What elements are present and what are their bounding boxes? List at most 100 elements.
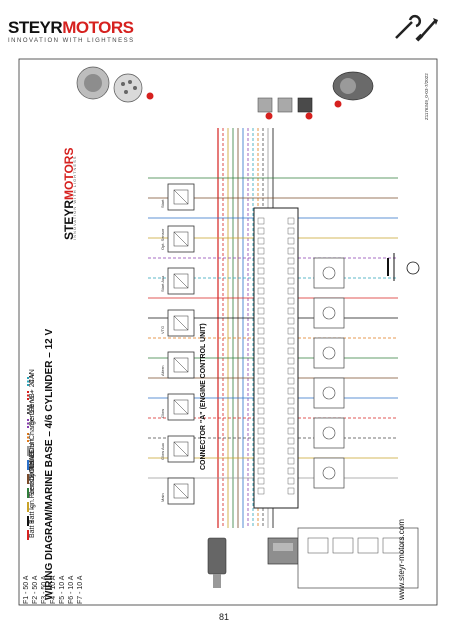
tools-icon <box>395 14 438 42</box>
legend-wire-label: Control ECU <box>29 443 36 482</box>
brand-name-part2: MOTORS <box>62 18 134 37</box>
connector-pin <box>257 237 265 245</box>
relay-group: Main Glow Aux Glow Altern VTG Start Aux Opt. S… <box>160 183 195 505</box>
connector-pin <box>287 317 295 325</box>
legend-wire-item: Sens 5 V <box>27 397 36 428</box>
legend-wire-label: Batt + <box>29 520 36 538</box>
ecu-connector-a <box>253 207 299 509</box>
connector-pin <box>287 347 295 355</box>
connector-pin <box>287 267 295 275</box>
connector-pin <box>257 267 265 275</box>
connector-pin <box>257 327 265 335</box>
connector-pin <box>287 487 295 495</box>
legend-wire-label: Sens 5 V <box>29 397 36 426</box>
connector-pin <box>257 397 265 405</box>
connector-pin <box>287 357 295 365</box>
legend-fuse-label: F4 - 10 A <box>50 575 57 604</box>
legend-wire-label: Sens ECU <box>29 463 36 496</box>
connector-pin <box>257 387 265 395</box>
relay: Start Aux <box>160 267 195 295</box>
connector-pin <box>287 377 295 385</box>
connector-pin <box>287 237 295 245</box>
connector-pin <box>287 387 295 395</box>
starter-photo <box>332 71 374 108</box>
page-number: 81 <box>219 612 230 622</box>
brand-name: STEYRMOTORS <box>8 18 134 38</box>
legend-wire-item: Batt + <box>27 520 36 540</box>
legend-fuse-label: F7 - 10 A <box>77 575 84 604</box>
module-photo <box>267 537 299 565</box>
connector-pin <box>287 257 295 265</box>
legend-wire-item: Batt – <box>27 506 36 526</box>
component-photos <box>76 66 374 120</box>
glow-plug-photo <box>207 537 227 588</box>
relay-photos <box>257 97 313 120</box>
relay-label: Altern <box>160 366 165 376</box>
connector-pin <box>257 347 265 355</box>
relay: Glow Aux <box>160 435 195 463</box>
relay: Start <box>160 183 195 211</box>
legend-wire-label: Charge D+ <box>29 406 36 440</box>
brand-name-part1: STEYR <box>8 18 63 37</box>
connector-pin <box>287 327 295 335</box>
connector-pin <box>257 277 265 285</box>
connector-pin <box>257 217 265 225</box>
connector-pin <box>257 457 265 465</box>
side-logo-strip <box>54 64 74 364</box>
plug-photo <box>76 66 110 100</box>
legend-wire-label: CAN <box>29 369 36 384</box>
relay: Altern <box>160 351 195 379</box>
connector-pin <box>257 427 265 435</box>
legend-wire-item: Control ECU <box>27 443 36 484</box>
relay-label: VTG <box>160 326 165 334</box>
legend-fuse-label: F1 - 50 A <box>23 575 30 604</box>
relay-label: Start <box>160 199 165 208</box>
connector-pin <box>257 467 265 475</box>
legend-wire-item: CAN <box>27 369 36 386</box>
relay-label: Main <box>160 493 165 502</box>
relay-label: Glow <box>160 409 165 418</box>
connector-pin <box>257 377 265 385</box>
legend-wire-item: Sens – <box>27 390 36 414</box>
connector-pin <box>287 407 295 415</box>
legend-wire-label: DIAG <box>29 451 36 468</box>
connector-pin <box>257 227 265 235</box>
connector-pin <box>257 257 265 265</box>
connector-a-label: CONNECTOR "A" (ENGINE CONTROL UNIT) <box>200 323 207 470</box>
connector-pin <box>287 417 295 425</box>
sensor-group <box>313 257 345 489</box>
legend-wire-item: Charge D+ <box>27 406 36 442</box>
connector-pin <box>287 447 295 455</box>
connector-pin <box>287 427 295 435</box>
connector-photo <box>113 73 143 103</box>
document-code: Z1176349_0-03-7/2022 <box>424 73 429 120</box>
connector-pin <box>287 217 295 225</box>
connector-pin <box>287 287 295 295</box>
connector-pin <box>287 247 295 255</box>
connector-pin <box>257 417 265 425</box>
connector-pin <box>257 407 265 415</box>
connector-pin <box>257 357 265 365</box>
connector-pin <box>257 307 265 315</box>
relay-label: Opt. Sensor <box>160 228 165 250</box>
connector-pin <box>287 227 295 235</box>
legend-wire-item: Ign.Feed by Relais <box>27 451 36 512</box>
legend-wire-label: Ign.Feed by Relais <box>29 451 36 510</box>
legend-fuse-label: F2 - 50 A <box>32 575 39 604</box>
relay: Glow <box>160 393 195 421</box>
relay: VTG <box>160 309 195 337</box>
side-brand-tagline: INNOVATION WITH LIGHTNESS <box>72 155 77 240</box>
connector-pin <box>257 477 265 485</box>
legend-wire-label: Start <box>29 439 36 454</box>
marker-1-icon <box>146 92 154 100</box>
legend-wire-label: B+ 24 V <box>29 373 36 398</box>
connector-pin <box>287 477 295 485</box>
relay-label: Start Aux <box>160 276 165 292</box>
relay: Main <box>160 477 195 505</box>
legend-fuse-label: F3 - 50 A <box>41 575 48 604</box>
battery-symbol <box>387 253 420 281</box>
